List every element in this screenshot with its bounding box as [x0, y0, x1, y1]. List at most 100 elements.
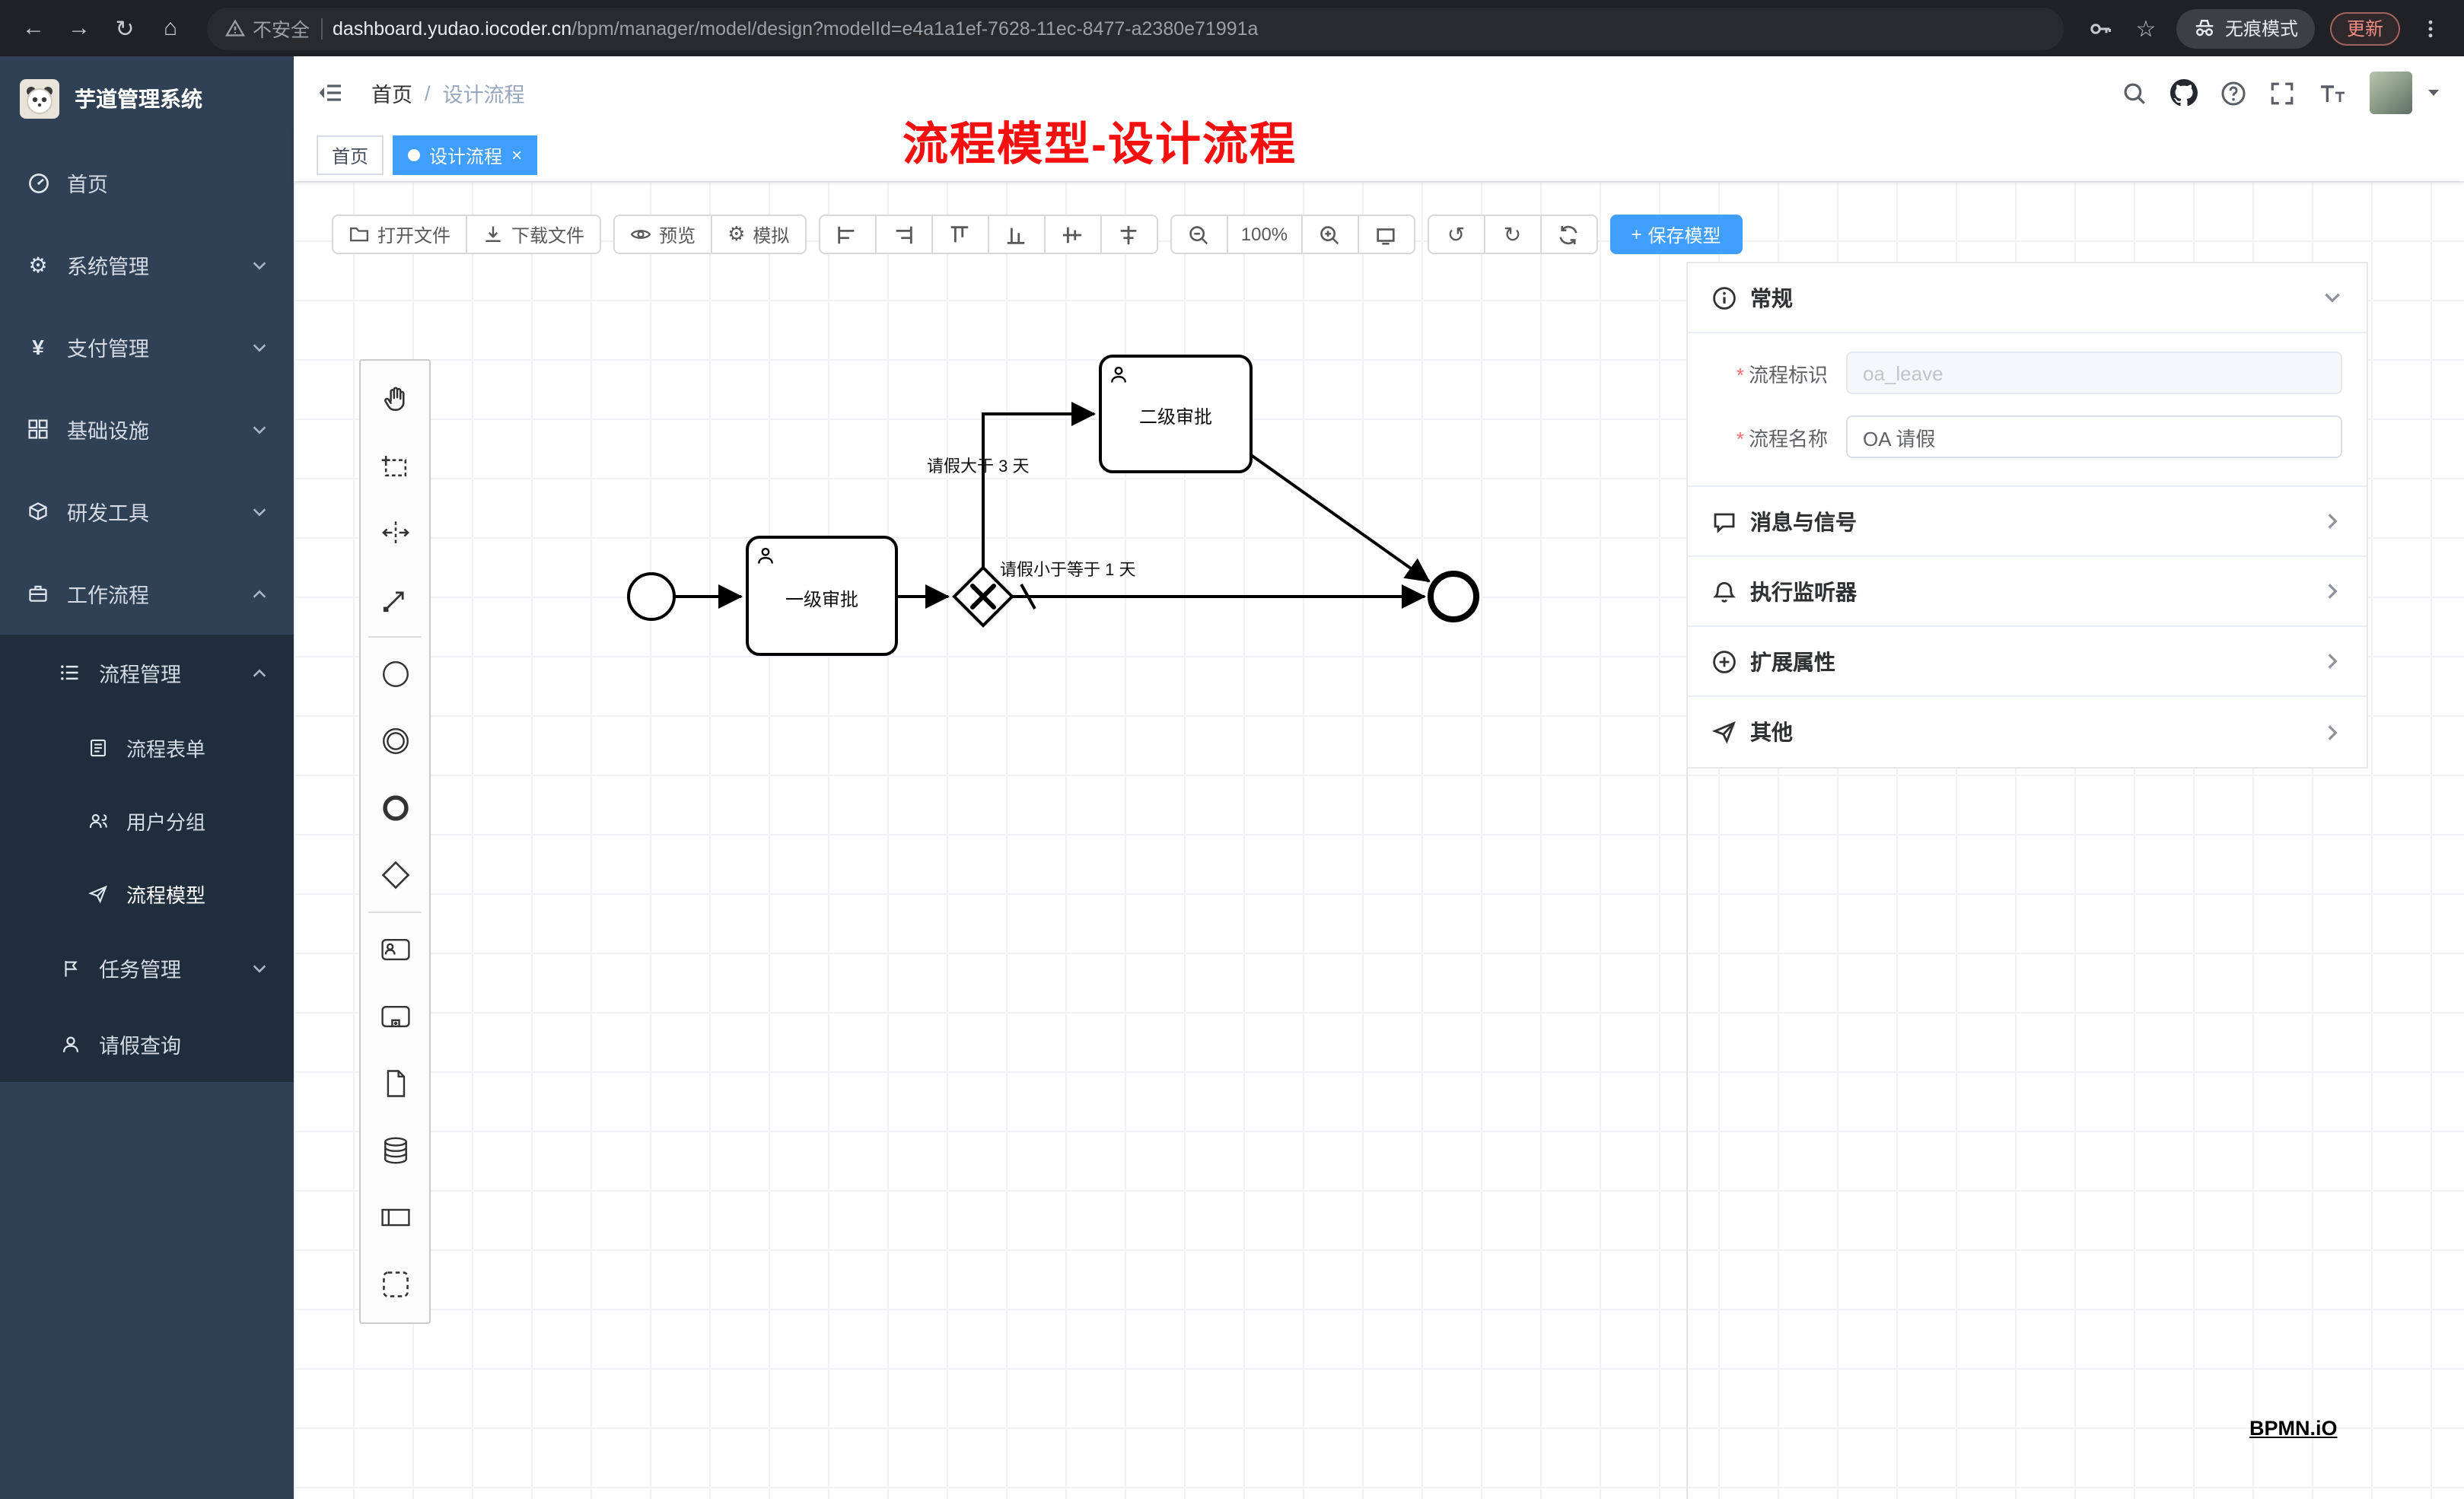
section-extended-properties[interactable]: 扩展属性 [1688, 627, 2367, 697]
security-status[interactable]: 不安全 [225, 14, 310, 43]
preview-button[interactable]: 预览 [613, 215, 713, 254]
address-bar[interactable]: 不安全 dashboard.yudao.iocoder.cn/bpm/manag… [207, 7, 2064, 49]
create-subprocess[interactable] [361, 983, 429, 1050]
sidebar-item-process-management[interactable]: 流程管理 [0, 635, 294, 711]
password-key-icon[interactable] [2079, 7, 2122, 49]
home-button[interactable]: ⌂ [163, 15, 178, 41]
update-button[interactable]: 更新 [2329, 11, 2400, 45]
font-size-icon[interactable] [2318, 80, 2347, 106]
close-icon[interactable]: × [511, 145, 523, 166]
zoom-out-button[interactable] [1170, 215, 1228, 254]
zoom-fit-button[interactable] [1357, 215, 1415, 254]
sidebar-item-infrastructure[interactable]: 基础设施 [0, 388, 294, 470]
breadcrumb: 首页 / 设计流程 [371, 78, 525, 108]
create-end-event[interactable] [361, 775, 429, 842]
align-top-button[interactable] [931, 215, 989, 254]
sidebar-item-system[interactable]: ⚙ 系统管理 [0, 224, 294, 306]
sidebar-item-user-group[interactable]: 用户分组 [0, 784, 294, 857]
create-data-object[interactable] [361, 1050, 429, 1117]
section-other[interactable]: 其他 [1688, 697, 2367, 767]
section-execution-listener[interactable]: 执行监听器 [1688, 557, 2367, 627]
create-intermediate-event[interactable] [361, 708, 429, 775]
process-key-input[interactable] [1846, 352, 2342, 394]
create-data-store[interactable] [361, 1117, 429, 1184]
section-title: 消息与信号 [1750, 509, 1857, 533]
section-message-signal[interactable]: 消息与信号 [1688, 487, 2367, 557]
browser-menu-icon[interactable] [2409, 7, 2452, 49]
devtools-icon [26, 501, 50, 522]
sidebar-item-home[interactable]: 首页 [0, 142, 294, 224]
avatar[interactable] [2370, 72, 2412, 114]
create-user-task[interactable] [361, 916, 429, 983]
sidebar-item-devtools[interactable]: 研发工具 [0, 470, 294, 552]
redo-button[interactable]: ↻ [1483, 215, 1542, 254]
logo-image [20, 79, 59, 119]
create-gateway[interactable] [361, 842, 429, 909]
sidebar-item-process-form[interactable]: 流程表单 [0, 711, 294, 784]
fullscreen-icon[interactable] [2269, 80, 2295, 106]
sidebar-item-workflow[interactable]: 工作流程 [0, 552, 294, 635]
user-task-level2[interactable] [1099, 355, 1253, 473]
process-name-input[interactable] [1846, 415, 2342, 458]
bpmn-io-logo[interactable]: BPMN.iO [2249, 1417, 2338, 1440]
collapse-menu-icon[interactable] [317, 79, 344, 107]
omnibox-divider [320, 18, 323, 39]
sidebar-item-label: 任务管理 [99, 959, 181, 982]
sidebar-item-label: 流程表单 [126, 737, 206, 760]
breadcrumb-home[interactable]: 首页 [371, 84, 412, 107]
sidebar-item-process-model[interactable]: 流程模型 [0, 857, 294, 930]
send-icon [1712, 720, 1737, 744]
avatar-caret-icon[interactable] [2426, 85, 2441, 100]
app-logo[interactable]: 芋道管理系统 [0, 56, 294, 142]
bookmark-star-icon[interactable]: ☆ [2135, 16, 2157, 42]
undo-button[interactable]: ↺ [1427, 215, 1485, 254]
field-label: *流程标识 [1736, 363, 1828, 386]
bpmn-diagram[interactable] [294, 181, 2464, 1499]
align-top-icon [951, 225, 969, 242]
user-task-level1[interactable] [746, 536, 898, 656]
sidebar-item-task-management[interactable]: 任务管理 [0, 930, 294, 1006]
bpmn-canvas[interactable]: 打开文件 下载文件 预览 ⚙ [294, 181, 2464, 1499]
reset-button[interactable] [1539, 215, 1598, 254]
forward-button[interactable]: → [68, 15, 91, 41]
section-general[interactable]: 常规 [1688, 263, 2367, 333]
align-right-button[interactable] [874, 215, 933, 254]
end-event[interactable] [1428, 571, 1479, 622]
zoom-in-button[interactable] [1300, 215, 1359, 254]
download-file-button[interactable]: 下载文件 [466, 215, 602, 254]
tag-design-active[interactable]: 设计流程 × [393, 135, 538, 175]
start-event[interactable] [627, 572, 676, 621]
form-icon [85, 737, 110, 757]
help-icon[interactable] [2220, 80, 2246, 106]
create-group[interactable] [361, 1251, 429, 1318]
global-connect-tool[interactable] [361, 566, 429, 633]
hand-tool[interactable] [361, 365, 429, 432]
undo-icon: ↺ [1447, 221, 1466, 246]
section-title: 其他 [1750, 720, 1793, 744]
align-left-button[interactable] [818, 215, 877, 254]
sidebar-item-leave-query[interactable]: 请假查询 [0, 1006, 294, 1082]
back-button[interactable]: ← [22, 15, 45, 41]
github-icon[interactable] [2170, 79, 2198, 107]
required-marker: * [1736, 427, 1744, 450]
save-model-button[interactable]: + 保存模型 [1609, 215, 1743, 254]
tag-home[interactable]: 首页 [317, 135, 384, 175]
sidebar-item-label: 流程模型 [126, 883, 206, 906]
space-tool[interactable] [361, 499, 429, 566]
align-hcenter-button[interactable] [1100, 215, 1158, 254]
align-vcenter-button[interactable] [1043, 215, 1102, 254]
zoom-out-icon [1189, 225, 1208, 244]
open-file-button[interactable]: 打开文件 [332, 215, 468, 254]
align-bottom-button[interactable] [987, 215, 1046, 254]
reload-button[interactable]: ↻ [115, 16, 135, 42]
sidebar-item-payment[interactable]: ¥ 支付管理 [0, 306, 294, 388]
flow-gateway-to-task2[interactable] [982, 402, 1096, 568]
flow-task2-to-end[interactable] [1250, 454, 1431, 583]
create-start-event[interactable] [361, 641, 429, 708]
simulate-button[interactable]: ⚙ 模拟 [711, 215, 807, 254]
app-window: 芋道管理系统 首页 ⚙ 系统管理 ¥ 支付管理 [0, 56, 2464, 1499]
lasso-tool[interactable] [361, 432, 429, 499]
create-participant[interactable] [361, 1184, 429, 1251]
search-icon[interactable] [2122, 80, 2147, 106]
